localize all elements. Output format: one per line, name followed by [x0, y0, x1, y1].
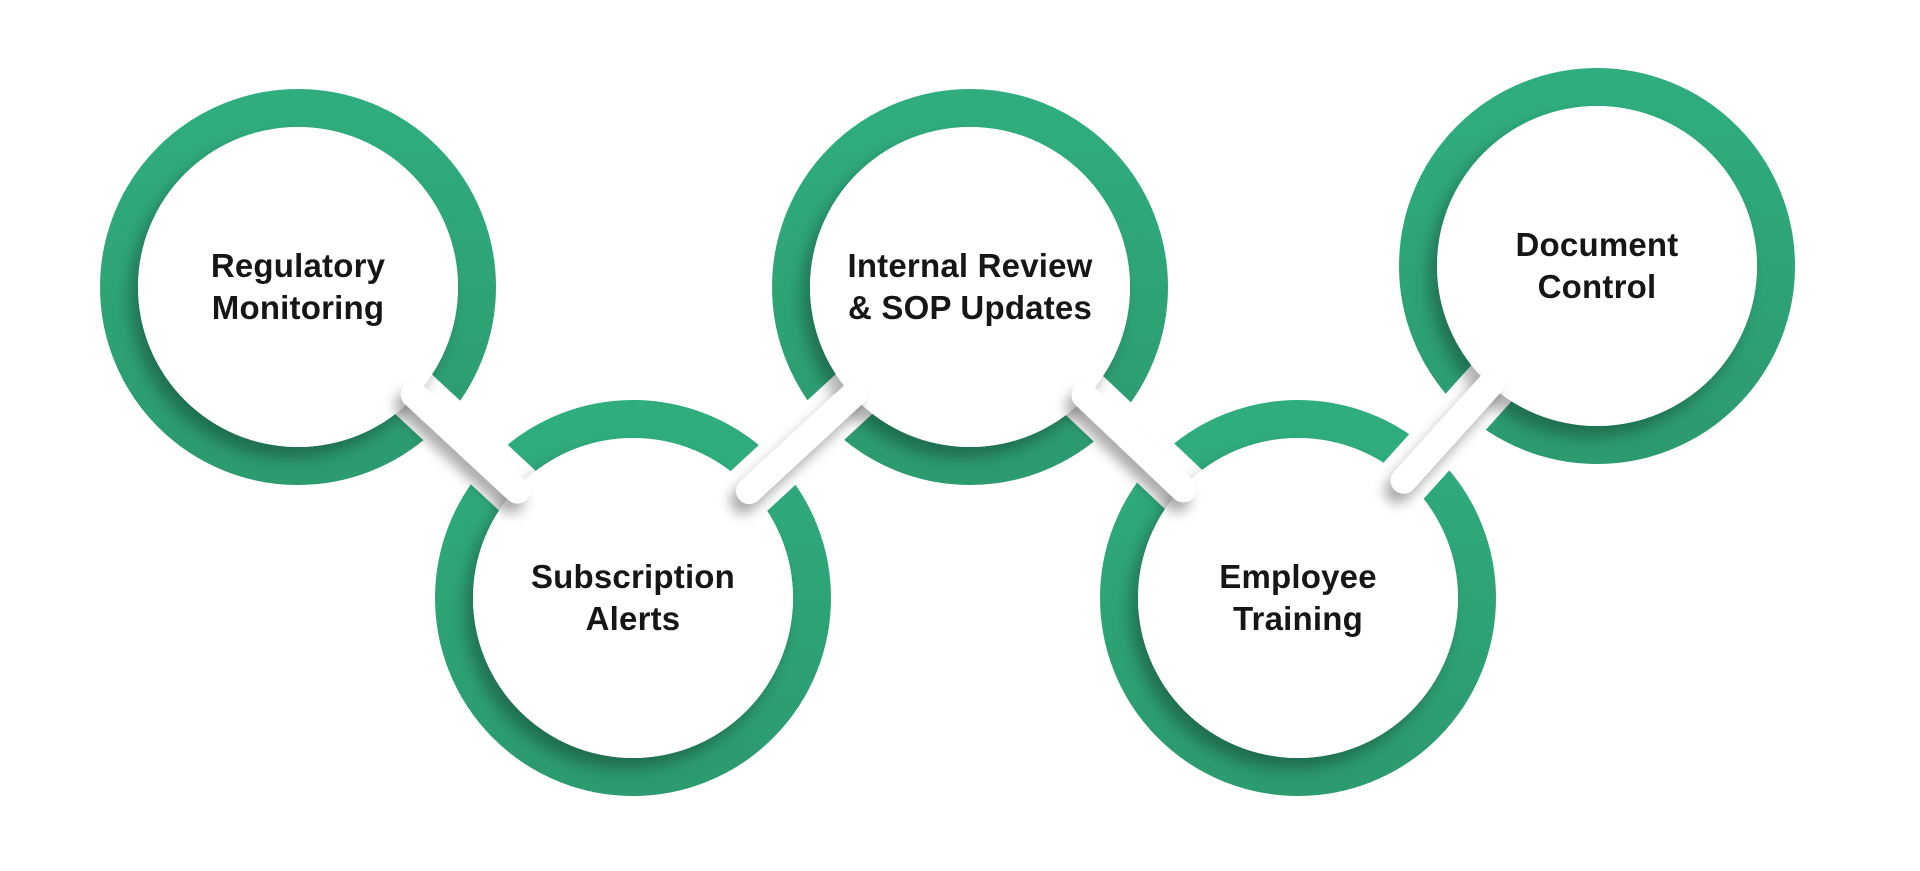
ring-document-control: [1399, 68, 1795, 464]
circle-face-employee-training: [1138, 438, 1458, 758]
link-regulatory-to-subscription: [400, 381, 531, 504]
circle-faces: [138, 106, 1757, 758]
circle-face-internal-review-sop-updates: [810, 127, 1130, 447]
rings: [100, 68, 1795, 796]
link-employee-training-to-document-control: [1390, 370, 1505, 494]
chain-links: [400, 370, 1505, 504]
ring-internal-review-sop-updates: [772, 89, 1168, 485]
link-internal-review-to-employee-training: [1071, 382, 1197, 503]
link-subscription-to-internal-review: [736, 381, 867, 504]
circle-face-document-control: [1437, 106, 1757, 426]
ring-regulatory-monitoring: [100, 89, 496, 485]
ring-subscription-alerts: [435, 400, 831, 796]
ring-employee-training: [1100, 400, 1496, 796]
circle-face-subscription-alerts: [473, 438, 793, 758]
circle-face-regulatory-monitoring: [138, 127, 458, 447]
